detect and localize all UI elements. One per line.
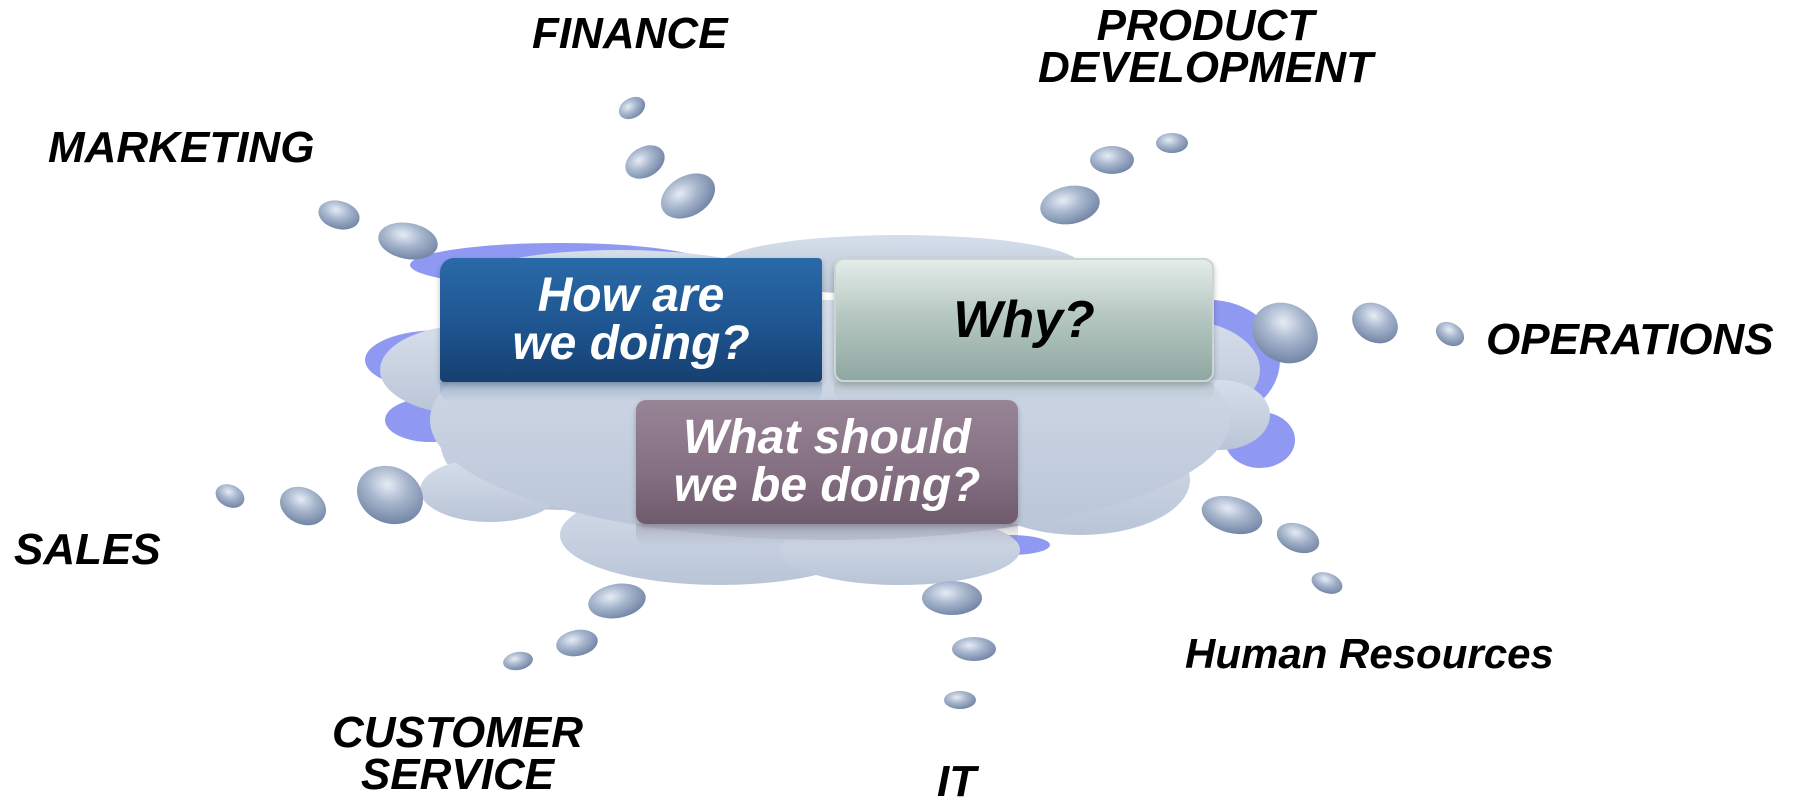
how-line-2: we doing? [512, 317, 750, 370]
label-customer-service-line-1: CUSTOMER [332, 708, 583, 757]
label-customer-service: CUSTOMER SERVICE [332, 708, 583, 799]
why-line-1: Why? [953, 291, 1095, 349]
label-operations: OPERATIONS [1486, 315, 1774, 364]
what-should-we-be-doing-box: What should we be doing? [636, 400, 1018, 524]
droplets-customer-service [503, 583, 646, 671]
label-marketing: MARKETING [48, 123, 315, 172]
droplets-marketing [318, 200, 438, 260]
label-product-development-line-2: DEVELOPMENT [1038, 43, 1373, 92]
droplets-operations [1252, 302, 1465, 364]
label-product-development: PRODUCT DEVELOPMENT [1038, 1, 1373, 92]
droplets-product-development [1040, 133, 1188, 225]
how-line-1: How are [537, 269, 725, 322]
label-customer-service-line-2: SERVICE [360, 750, 555, 799]
how-are-we-doing-box: How are we doing? [440, 258, 822, 382]
droplets-it [922, 581, 996, 709]
droplets-finance [618, 96, 716, 219]
why-box: Why? [834, 258, 1214, 382]
droplets-sales [215, 465, 424, 526]
droplets-human-resources [1201, 495, 1343, 594]
label-finance: FINANCE [532, 9, 728, 58]
label-human-resources: Human Resources [1185, 630, 1554, 677]
label-it: IT [937, 757, 977, 806]
label-product-development-line-1: PRODUCT [1096, 1, 1315, 50]
what-line-1: What should [683, 411, 971, 464]
what-line-2: we be doing? [673, 459, 981, 512]
label-sales: SALES [14, 525, 161, 574]
